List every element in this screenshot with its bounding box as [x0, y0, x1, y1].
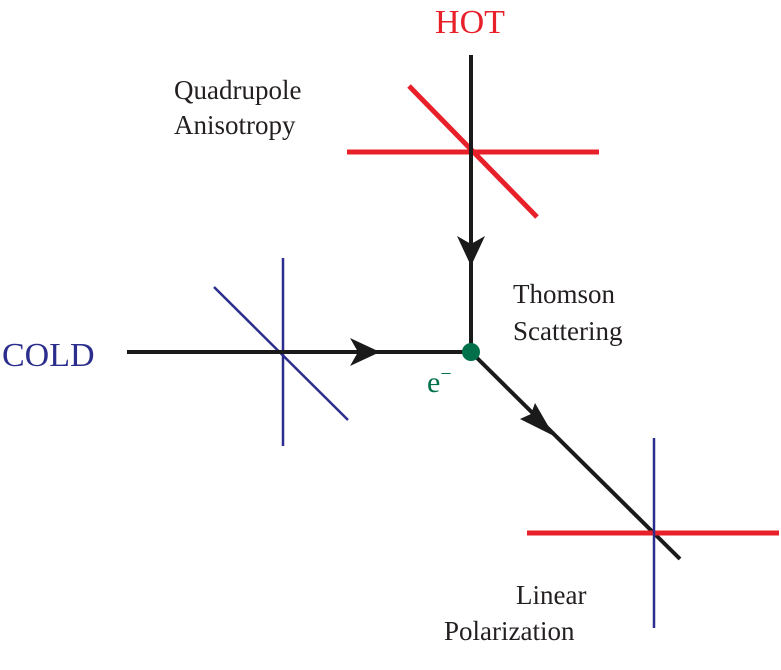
- electron-dot: [462, 343, 480, 361]
- electron-symbol: e: [427, 366, 440, 399]
- electron-label: e−: [427, 363, 452, 399]
- cold-label: COLD: [2, 337, 95, 374]
- quadrupole-label-line2: Anisotropy: [174, 110, 296, 140]
- scattered-ray: [469, 350, 682, 561]
- scattered-ray-arrowhead: [520, 403, 554, 436]
- linear-label-line1: Linear: [516, 580, 586, 610]
- hot-ray-arrowhead: [457, 236, 485, 266]
- cold-ray-arrowhead: [350, 338, 380, 366]
- linear-polarization-cross: [527, 438, 779, 628]
- thomson-label-line2: Scattering: [513, 316, 622, 346]
- hot-label: HOT: [435, 4, 505, 41]
- quadrupole-label-line1: Quadrupole: [174, 75, 301, 105]
- thomson-label-line1: Thomson: [513, 279, 616, 309]
- electron-charge: −: [440, 363, 451, 385]
- linear-label-line2: Polarization: [444, 616, 575, 646]
